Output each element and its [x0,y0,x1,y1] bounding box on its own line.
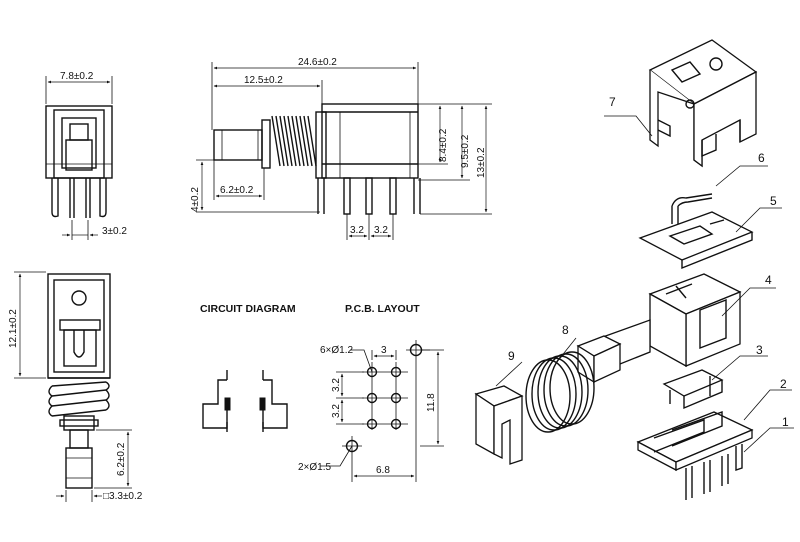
part-3-label: 3 [756,343,763,357]
part-9-label: 9 [508,349,515,363]
bottom-view [14,271,132,502]
part-6-label: 6 [758,151,765,165]
pcb-dim-6-8: 6.8 [376,465,390,476]
pcb-holes-small: 6×Ø1.2 [320,345,354,356]
part-2-label: 2 [780,377,787,391]
circuit-diagram-title: CIRCUIT DIAGRAM [200,303,296,315]
dim-side-width: 12.1±0.2 [8,309,19,348]
dim-plunger-length: 12.5±0.2 [244,75,283,86]
exploded-view [474,39,794,500]
dim-height-4: 4±0.2 [190,187,201,212]
dim-height-8-4: 8.4±0.2 [438,128,449,162]
pcb-dim-11-8: 11.8 [426,393,437,412]
front-view [45,76,113,240]
dim-top-width: 7.8±0.2 [60,71,94,82]
part-5-label: 5 [770,194,777,208]
dim-height-9-5: 9.5±0.2 [460,134,471,168]
pcb-layout [320,340,444,482]
part-8-label: 8 [562,323,569,337]
pcb-holes-large: 2×Ø1.5 [298,462,332,473]
dim-pin-pitch-a: 3.2 [350,225,364,236]
dim-plunger-square: □3.3±0.2 [103,491,143,502]
dim-height-13: 13±0.2 [476,147,487,178]
pcb-dim-3: 3 [381,345,387,356]
dim-pin-spacing-front: 3±0.2 [102,226,127,237]
part-4-label: 4 [765,273,772,287]
dim-pin-pitch-b: 3.2 [374,225,388,236]
side-view [196,62,492,240]
part-7-label: 7 [609,95,616,109]
dim-overall-length: 24.6±0.2 [298,57,337,68]
pcb-dim-3-2-b: 3.2 [331,404,342,418]
part-1-label: 1 [782,415,789,429]
dim-plunger-offset: 6.2±0.2 [220,185,254,196]
dim-plunger-6-2-vertical: 6.2±0.2 [116,442,127,476]
circuit-symbol [202,370,288,432]
pcb-dim-3-2-a: 3.2 [331,378,342,392]
pcb-layout-title: P.C.B. LAYOUT [345,303,420,315]
